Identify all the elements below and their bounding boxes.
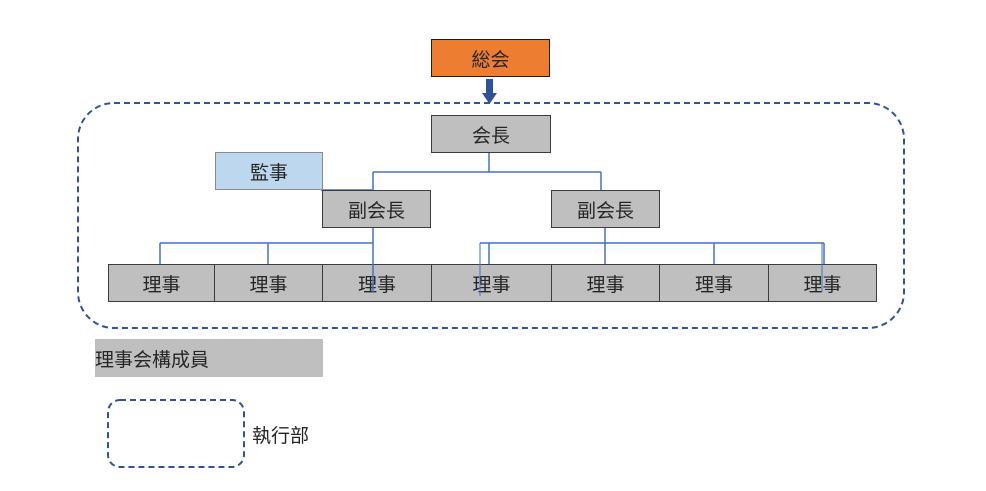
legend-board-members-label: 理事会構成員 [95,348,210,371]
director-label: 理事 [472,273,511,296]
director-box: 理事 [108,264,215,302]
general-assembly-label: 総会 [471,48,510,71]
assembly-arrow-head [482,93,497,104]
director-label: 理事 [694,273,733,296]
vice-president-label: 副会長 [347,199,405,222]
director-label: 理事 [357,273,396,296]
president-label: 会長 [471,124,510,147]
director-box: 理事 [322,264,432,302]
director-box: 理事 [659,264,769,302]
assembly-arrow-shaft [486,79,493,94]
legend-board-members-swatch: 理事会構成員 [95,339,323,377]
auditor-label: 監事 [249,161,288,184]
president-box: 会長 [431,115,551,153]
director-label: 理事 [586,273,625,296]
general-assembly-box: 総会 [431,39,550,77]
vice-president-box: 副会長 [322,190,431,228]
director-box: 理事 [551,264,660,302]
legend-executive-label: 執行部 [252,425,310,447]
director-box: 理事 [214,264,323,302]
auditor-box: 監事 [215,152,323,190]
vice-president-box: 副会長 [551,190,660,228]
director-label: 理事 [249,273,288,296]
director-box: 理事 [431,264,552,302]
director-label: 理事 [142,273,181,296]
vice-president-label: 副会長 [576,199,634,222]
